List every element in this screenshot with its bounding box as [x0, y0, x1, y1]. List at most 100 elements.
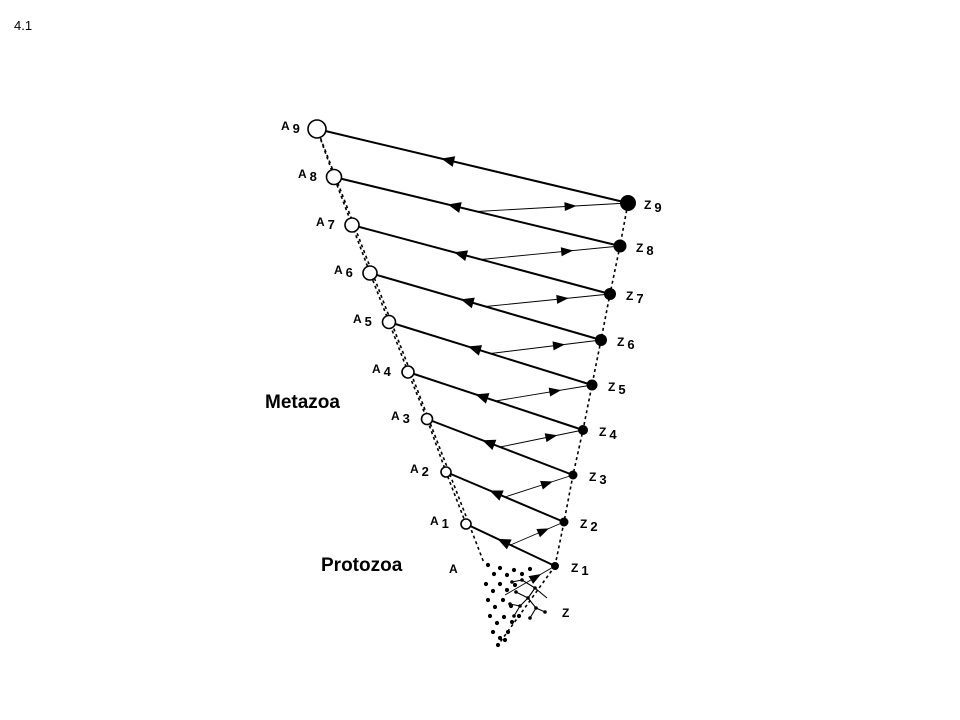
thin-line-1: [504, 565, 556, 596]
z-node-5: [586, 379, 598, 391]
main-arrow-5: [468, 345, 483, 356]
thin-line-7: [485, 293, 611, 307]
main-arrow-7: [454, 250, 469, 261]
protozoa-label: Protozoa: [321, 555, 403, 576]
cluster-dot-19: [509, 619, 515, 625]
thin-arrow-6: [552, 341, 565, 351]
z-label-9-subscript: 9: [654, 200, 661, 215]
cluster-dot-20: [516, 613, 522, 619]
z-label-6-letter: Z: [617, 335, 624, 349]
a-boundary-line: [316, 128, 485, 564]
thin-line-5: [495, 384, 593, 402]
main-line-9: [316, 128, 629, 204]
a-node-5: [381, 314, 397, 330]
z-boundary-line: [554, 202, 629, 567]
a-label-2-subscript: 2: [422, 464, 429, 479]
cluster-dot-23: [505, 629, 511, 635]
z-node-1: [551, 562, 559, 570]
z-base-label-letter: Z: [562, 606, 569, 620]
branch-node-6: [508, 602, 512, 606]
cluster-dot-25: [502, 637, 508, 643]
a-label-8-subscript: 8: [310, 169, 317, 184]
branch-node-0: [533, 586, 537, 590]
z-label-1-subscript: 1: [581, 563, 588, 578]
thin-line-9: [476, 202, 629, 212]
thin-arrow-7: [556, 294, 569, 304]
main-arrow-4: [475, 393, 490, 404]
cluster-dot-1: [491, 571, 497, 577]
cluster-dot-0: [485, 562, 491, 568]
main-arrow-6: [460, 297, 475, 309]
z-base-label: Z: [562, 606, 569, 620]
a-label-1-letter: A: [430, 514, 439, 528]
a-label-3-letter: A: [391, 409, 400, 423]
z-label-7-letter: Z: [626, 289, 633, 303]
branch-line-0: [534, 587, 548, 599]
cluster-dot-9: [497, 581, 503, 587]
a-label-9-subscript: 9: [293, 121, 300, 136]
cluster-dot-2: [497, 565, 503, 571]
cluster-dot-13: [492, 604, 498, 610]
a-label-3-subscript: 3: [403, 411, 410, 426]
z-node-2: [559, 517, 569, 527]
branch-node-9: [543, 610, 547, 614]
branch-line-2: [527, 587, 536, 599]
a-label-6-subscript: 6: [346, 265, 353, 280]
cluster-dot-18: [501, 614, 507, 620]
branch-node-1: [526, 596, 530, 600]
cluster-dot-12: [485, 597, 491, 603]
connection-lines: [316, 128, 629, 596]
z-node-4: [578, 425, 588, 435]
z-label-1-letter: Z: [571, 561, 578, 575]
z-label-9-letter: Z: [644, 198, 651, 212]
cluster-dot-17: [494, 620, 500, 626]
branch-node-5: [514, 590, 518, 594]
branch-node-8: [528, 616, 532, 620]
a-node-7: [344, 217, 360, 233]
z-base-line: [497, 565, 556, 646]
main-arrow-9: [441, 156, 456, 167]
z-label-7-subscript: 7: [636, 291, 643, 306]
z-label-3-subscript: 3: [599, 472, 606, 487]
cluster-dot-5: [519, 571, 525, 577]
z-label-2-subscript: 2: [590, 519, 597, 534]
branch-node-2: [518, 604, 522, 608]
metazoa-label: Metazoa: [265, 392, 340, 413]
branch-line-3: [515, 591, 529, 599]
a-node-4: [401, 365, 415, 379]
cluster-dot-6: [527, 566, 533, 572]
cluster-dot-21: [490, 629, 496, 635]
dotted-boundaries: [316, 128, 629, 646]
a-label-4-letter: A: [372, 362, 381, 376]
main-arrow-2: [489, 490, 504, 501]
protozoa-cluster: [483, 562, 548, 648]
cluster-dot-8: [490, 588, 496, 594]
main-arrow-3: [482, 439, 497, 450]
z-label-3-letter: Z: [589, 470, 596, 484]
thin-arrow-2: [536, 528, 550, 538]
a-node-8: [325, 168, 343, 186]
thin-arrow-4: [544, 433, 558, 443]
thin-arrow-3: [540, 480, 553, 490]
z-label-6-subscript: 6: [627, 337, 634, 352]
cluster-dot-3: [504, 572, 510, 578]
cluster-dot-22: [497, 635, 503, 641]
thin-arrow-1: [528, 574, 542, 584]
z-label-2-letter: Z: [580, 517, 587, 531]
slide-number: 4.1: [14, 18, 33, 33]
branch-line-1: [521, 579, 536, 589]
a-label-5-letter: A: [353, 312, 362, 326]
cluster-dot-24: [495, 642, 501, 648]
branch-node-3: [534, 606, 538, 610]
